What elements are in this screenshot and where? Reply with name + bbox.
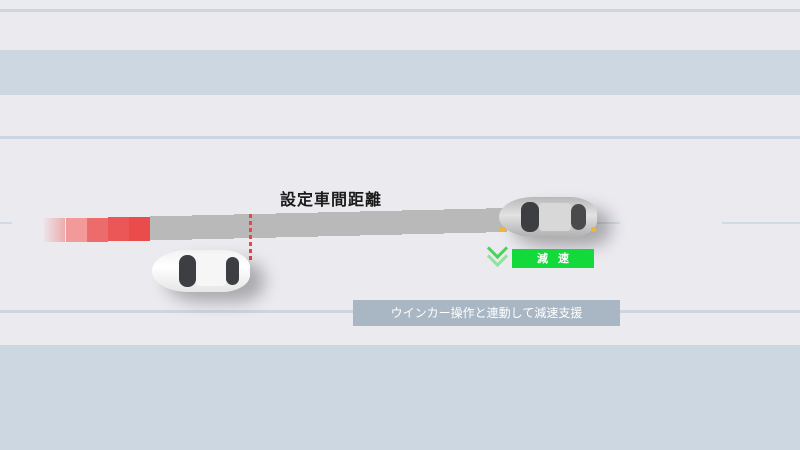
gap-block [276,213,297,237]
set-distance-label: 設定車間距離 [280,190,383,209]
gap-block [192,215,213,239]
gap-block [402,210,423,234]
gap-block [423,210,444,234]
preceding-vehicle [499,197,597,237]
rear-window [571,204,586,230]
gap-block [465,209,486,233]
rear-window [226,257,239,285]
turn-signal [500,227,506,232]
gap-block [255,214,276,238]
roof [196,256,226,286]
gap-block [339,212,360,236]
center-lane-line-left [0,222,12,224]
caption-banner: ウインカー操作と連動して減速支援 [353,300,620,326]
gap-block [360,211,381,235]
turn-signal [591,227,596,232]
gap-block-red [129,217,150,241]
gap-block [444,209,465,233]
own-vehicle [152,250,250,292]
shoulder-band-top [0,50,800,95]
windshield [521,202,539,232]
gap-block [381,211,402,235]
center-lane-line-right [722,222,800,224]
lane-line-top [0,9,800,12]
gap-block [150,216,171,240]
lane-line-upper [0,136,800,139]
deceleration-badge: 減速 [512,249,594,268]
gap-block-red [87,218,108,242]
windshield [179,255,196,287]
gap-block-red [44,218,65,242]
gap-block [318,212,339,236]
gap-block [171,216,192,240]
gap-block [213,215,234,239]
double-chevron-down-icon [486,237,509,270]
shoulder-band-bottom [0,345,800,450]
roof [539,203,571,231]
center-lane-line-mid [590,222,620,224]
gap-block-red [108,217,129,241]
gap-block-red [66,218,87,242]
gap-block [234,214,255,238]
gap-block [297,213,318,237]
